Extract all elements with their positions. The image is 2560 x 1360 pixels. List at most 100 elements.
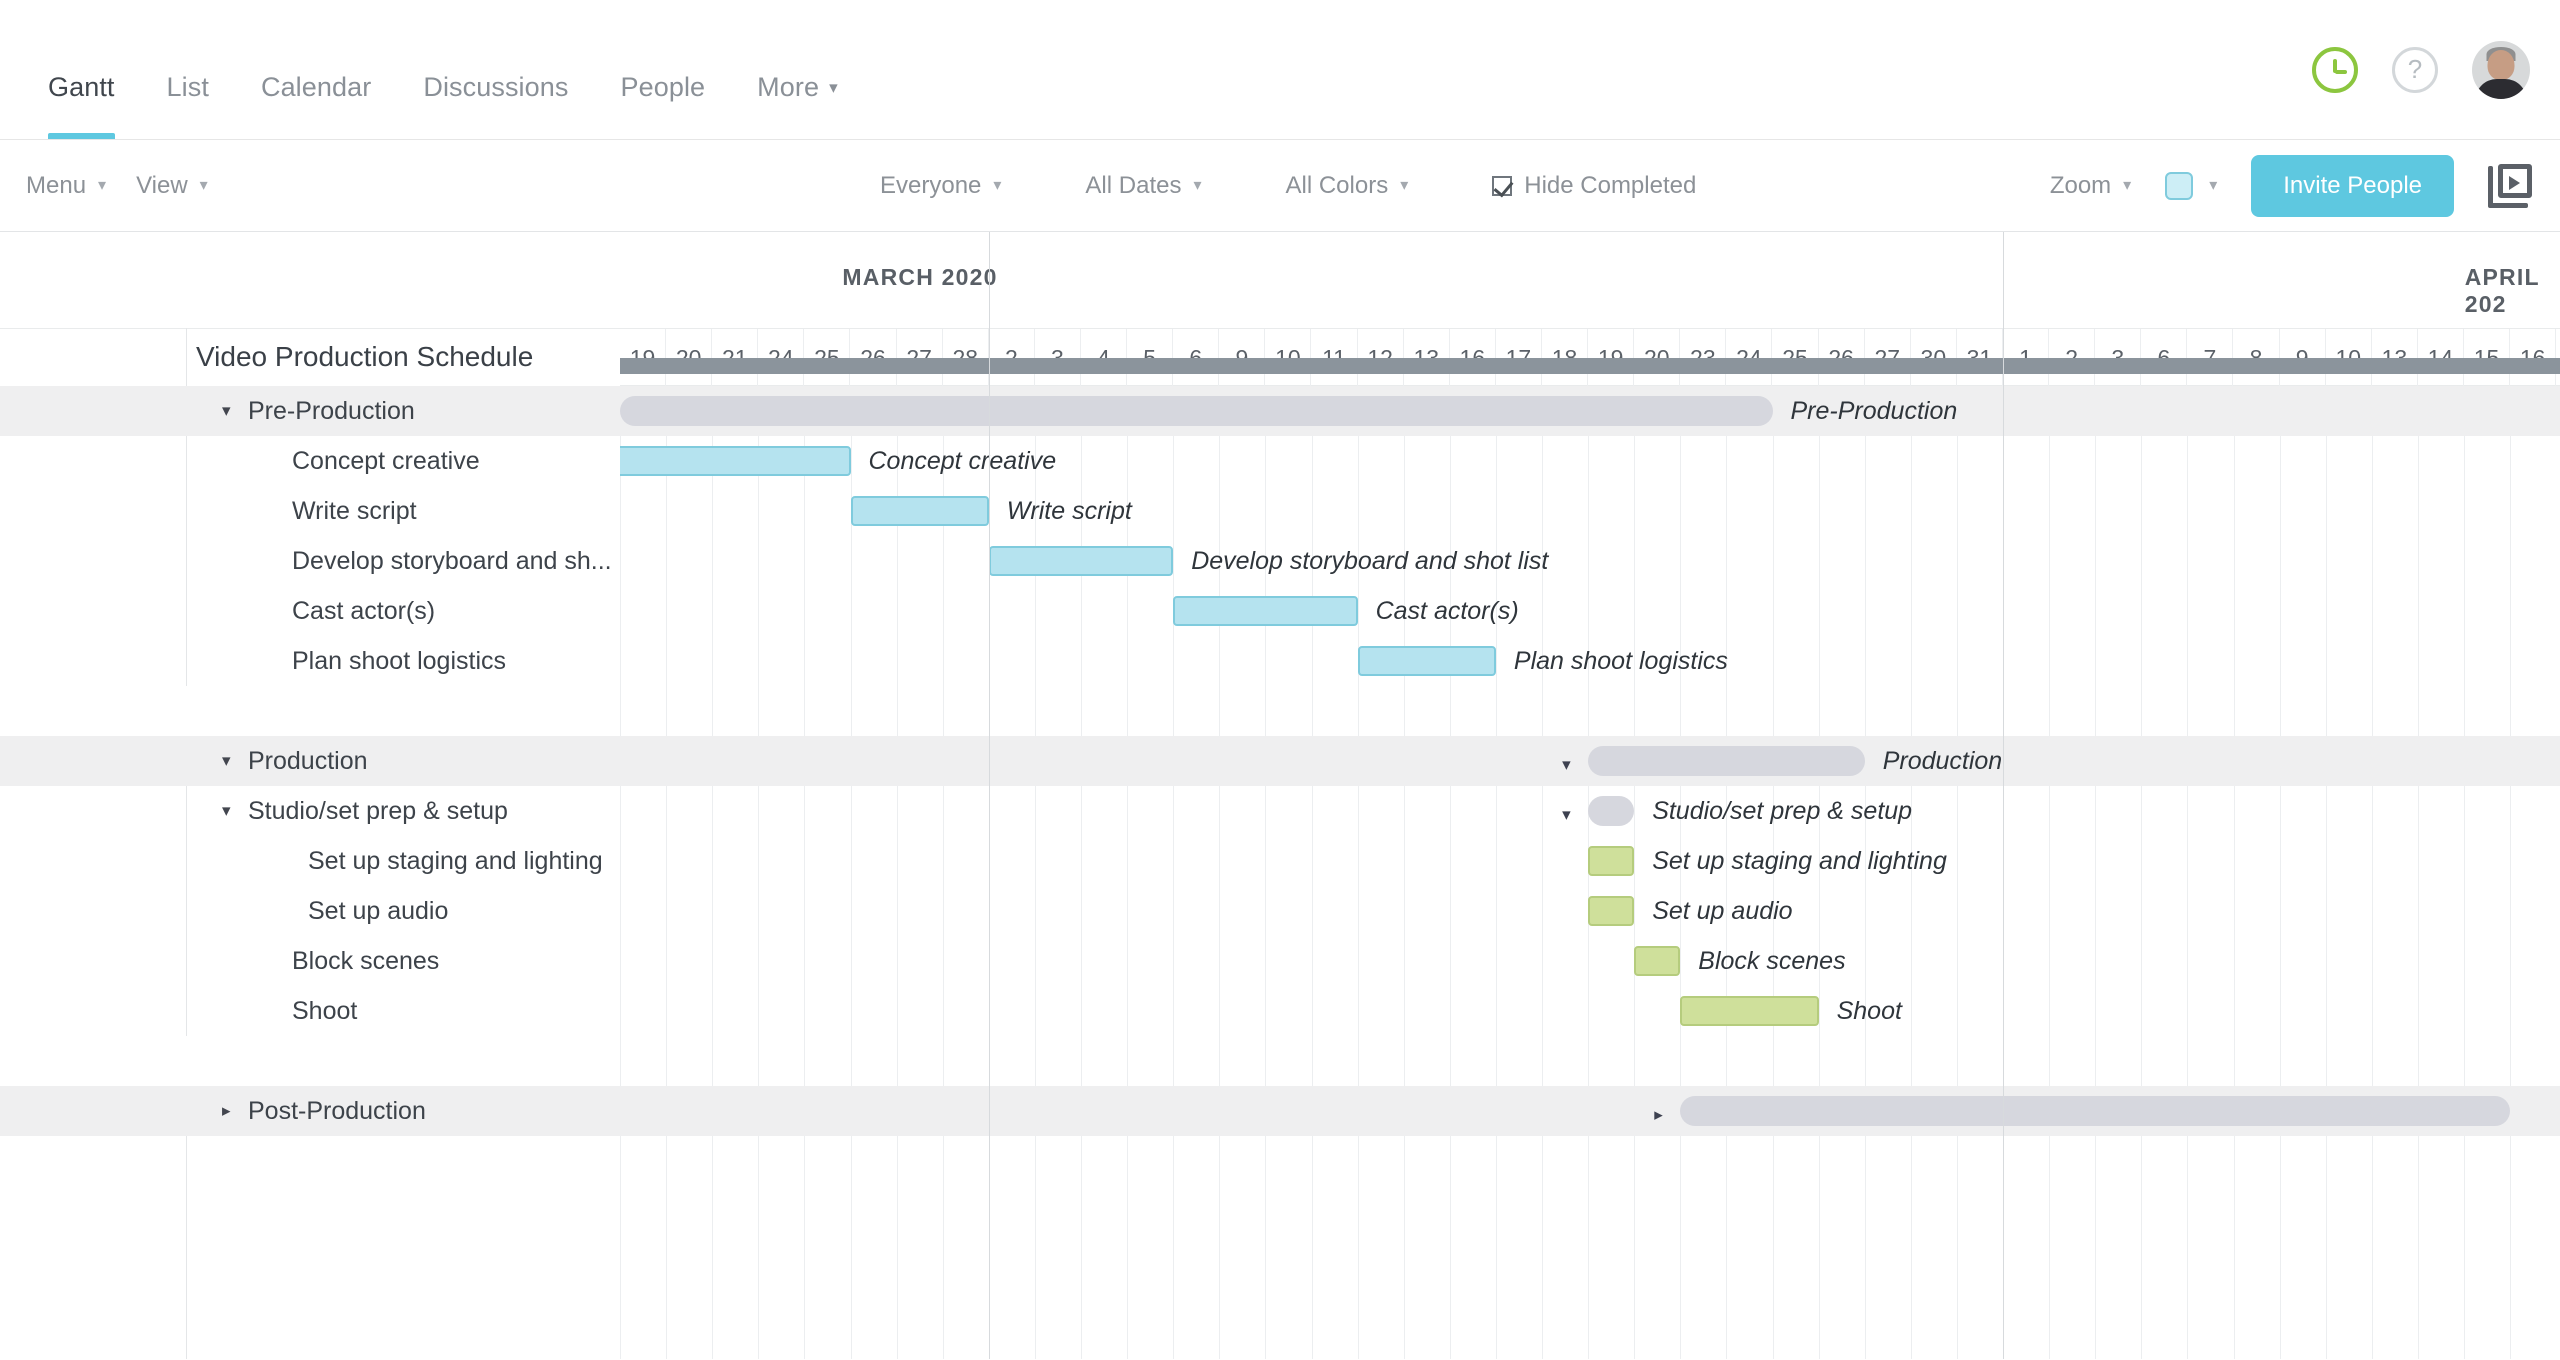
color-swatch-icon[interactable] [2165,171,2194,200]
task-name: Post-Production [248,1096,426,1125]
collapse-triangle-icon[interactable]: ▾ [222,401,231,420]
color-swatch-dropdown[interactable]: ▾ [2165,171,2217,200]
bar-label: Write script [1006,497,1132,525]
task-bar[interactable] [573,446,851,476]
grid-line [620,386,621,1359]
nav-tab-label: People [620,72,706,102]
checkbox-icon[interactable] [1492,175,1513,196]
grid-line [2464,386,2465,1359]
task-row[interactable]: Develop storyboard and sh... [0,536,620,586]
grid-line [2141,386,2143,1359]
expand-triangle-icon[interactable]: ▸ [222,1101,231,1120]
grid-line [1265,386,1267,1359]
task-bar[interactable] [988,546,1174,576]
view-dropdown[interactable]: View ▾ [136,172,208,200]
task-bar[interactable] [1173,596,1358,626]
task-list-divider [186,328,187,1359]
zoom-dropdown[interactable]: Zoom ▾ [2050,172,2131,200]
collapse-triangle-icon[interactable]: ▾ [1562,755,1571,774]
task-row[interactable]: Write script [0,486,620,536]
bar-label: Cast actor(s) [1375,597,1519,625]
help-icon[interactable]: ? [2392,46,2438,93]
time-tracking-clock-icon[interactable] [2312,46,2358,93]
gantt-bar-row: Develop storyboard and shot list [620,536,2560,586]
gantt-toolbar: Menu ▾ View ▾ Everyone ▾ All Dates ▾ All… [0,140,2560,232]
dates-filter-dropdown[interactable]: All Dates ▾ [1085,172,1201,200]
task-bar[interactable] [1680,996,1819,1026]
summary-bar[interactable] [1680,1096,2511,1126]
nav-tab-gantt[interactable]: Gantt [22,72,141,139]
task-bar[interactable] [1634,946,1681,976]
bar-label: Production [1882,747,2003,775]
collapse-triangle-icon[interactable]: ▾ [222,801,231,820]
task-row[interactable]: Set up audio [0,886,620,936]
summary-bar[interactable] [620,396,1773,426]
timeline-top-rule [620,358,2560,374]
bar-label: Block scenes [1698,947,1846,975]
grid-line [1357,386,1359,1359]
report-icon[interactable] [2488,163,2532,208]
task-row[interactable]: Plan shoot logistics [0,636,620,686]
task-list-header-rule [0,328,620,329]
task-name: Cast actor(s) [292,596,436,625]
task-row[interactable]: Shoot [0,986,620,1036]
grid-line [1864,386,1866,1359]
expand-triangle-icon[interactable]: ▸ [1654,1105,1663,1124]
grid-line [1818,386,1820,1359]
menu-dropdown[interactable]: Menu ▾ [26,172,106,200]
grid-line [2187,386,2189,1359]
report-icon-spine [2488,165,2493,206]
invite-people-button[interactable]: Invite People [2251,154,2454,217]
task-row[interactable]: Concept creative [0,436,620,486]
nav-tab-more[interactable]: More▾ [731,72,864,139]
task-row-spacer [0,1036,620,1086]
task-bar[interactable] [1357,646,1496,676]
task-row[interactable]: Set up staging and lighting [0,836,620,886]
task-bar[interactable] [1588,846,1635,876]
summary-bar[interactable] [1588,746,1865,776]
summary-bar[interactable] [1588,796,1635,826]
nav-tab-calendar[interactable]: Calendar [235,72,397,139]
report-icon-frame [2498,163,2532,198]
grid-line [1772,386,1774,1359]
task-row[interactable]: ▾Studio/set prep & setup [0,786,620,836]
toolbar-left-group: Menu ▾ View ▾ [26,140,208,231]
grid-line [1634,386,1636,1359]
hide-completed-toggle[interactable]: Hide Completed [1492,172,1696,200]
avatar-head [2487,49,2515,80]
task-row[interactable]: ▸ Post-Production [0,1086,620,1136]
task-row[interactable]: ▾Pre-Production [0,386,620,436]
task-bar[interactable] [850,496,989,526]
collapse-triangle-icon[interactable]: ▾ [222,751,231,770]
gantt-bar-row: ▾ Production [620,736,2560,786]
bar-label: Set up audio [1652,897,1793,925]
colors-filter-dropdown[interactable]: All Colors ▾ [1286,172,1409,200]
grid-line [1726,386,1728,1359]
people-filter-dropdown[interactable]: Everyone ▾ [880,172,1001,200]
gantt-bar-row: Cast actor(s) [620,586,2560,636]
task-row[interactable]: ▾ Production [0,736,620,786]
nav-tab-people[interactable]: People [595,72,732,139]
bar-label: Develop storyboard and shot list [1191,547,1549,575]
nav-tab-list[interactable]: List [141,72,235,139]
grid-line [2371,386,2373,1359]
task-name: Production [248,746,368,775]
day-header-strip: 1920212425262728234569101112131617181920… [620,328,2560,387]
task-row-spacer [0,686,620,736]
task-row[interactable]: Cast actor(s) [0,586,620,636]
nav-tab-discussions[interactable]: Discussions [397,72,594,139]
nav-tab-label: More [757,72,820,102]
report-icon-base [2488,202,2528,208]
user-avatar[interactable] [2472,40,2530,99]
task-bar[interactable] [1588,896,1635,926]
dates-filter-label: All Dates [1085,171,1182,199]
task-name: Shoot [292,996,358,1025]
collapse-triangle-icon[interactable]: ▾ [1562,805,1571,824]
grid-line [1034,386,1036,1359]
grid-line [2095,386,2097,1359]
task-row[interactable]: Block scenes [0,936,620,986]
